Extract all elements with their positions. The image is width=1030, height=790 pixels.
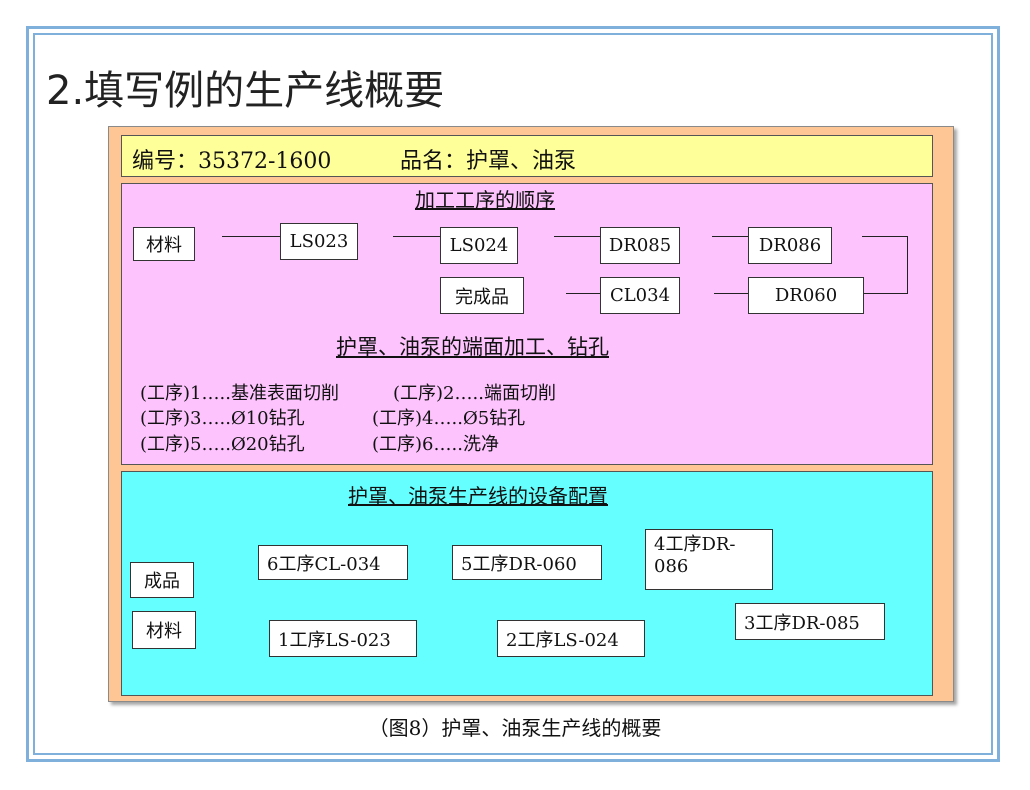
slide-outer-frame xyxy=(26,26,1000,762)
connector xyxy=(222,236,280,237)
product-name: 品名：护罩、油泵 xyxy=(400,149,577,174)
node-ls024: LS024 xyxy=(440,227,518,264)
node-material: 材料 xyxy=(133,227,195,261)
connector xyxy=(862,236,908,237)
slide-title: 2.填写例的生产线概要 xyxy=(46,68,445,114)
connector xyxy=(907,236,908,294)
equip-material: 材料 xyxy=(132,611,196,649)
process-sequence-title: 加工工序的顺序 xyxy=(415,188,555,212)
process-subtitle: 护罩、油泵的端面加工、钻孔 xyxy=(336,335,609,359)
node-cl034: CL034 xyxy=(600,277,680,314)
station-6: 6工序CL-034 xyxy=(258,545,408,580)
step-1: (工序)1…..基准表面切削 xyxy=(140,383,339,404)
station-3: 3工序DR-085 xyxy=(735,603,885,640)
connector xyxy=(864,293,908,294)
step-5: (工序)5…..Ø20钻孔 xyxy=(140,434,305,455)
node-dr060: DR060 xyxy=(748,277,864,314)
station-5: 5工序DR-060 xyxy=(452,545,602,580)
connector xyxy=(566,293,600,294)
station-2: 2工序LS-024 xyxy=(497,620,645,657)
slide-inner-frame xyxy=(33,33,993,755)
step-4: (工序)4…..Ø5钻孔 xyxy=(372,408,526,429)
connector xyxy=(714,293,748,294)
equipment-layout-box xyxy=(121,471,933,696)
part-number: 编号：35372-1600 xyxy=(132,149,332,174)
node-dr086: DR086 xyxy=(748,227,832,264)
step-2: (工序)2…..端面切削 xyxy=(393,383,556,404)
connector xyxy=(554,236,600,237)
equipment-layout-title: 护罩、油泵生产线的设备配置 xyxy=(348,484,608,508)
node-dr085: DR085 xyxy=(600,227,680,264)
node-ls023: LS023 xyxy=(280,223,358,260)
connector xyxy=(393,236,440,237)
station-4-line-1: 4工序DR- xyxy=(654,534,736,555)
station-4-line-2: 086 xyxy=(654,556,689,577)
step-6: (工序)6…..洗净 xyxy=(372,434,499,455)
figure-caption: （图8）护罩、油泵生产线的概要 xyxy=(368,716,662,740)
step-3: (工序)3…..Ø10钻孔 xyxy=(140,408,305,429)
station-1: 1工序LS-023 xyxy=(269,620,417,657)
connector xyxy=(712,236,748,237)
header-box: 编号：35372-1600 品名：护罩、油泵 xyxy=(121,135,933,177)
node-finished: 完成品 xyxy=(440,277,524,314)
equip-finished: 成品 xyxy=(130,562,194,598)
station-4: 4工序DR- 086 xyxy=(645,529,773,590)
